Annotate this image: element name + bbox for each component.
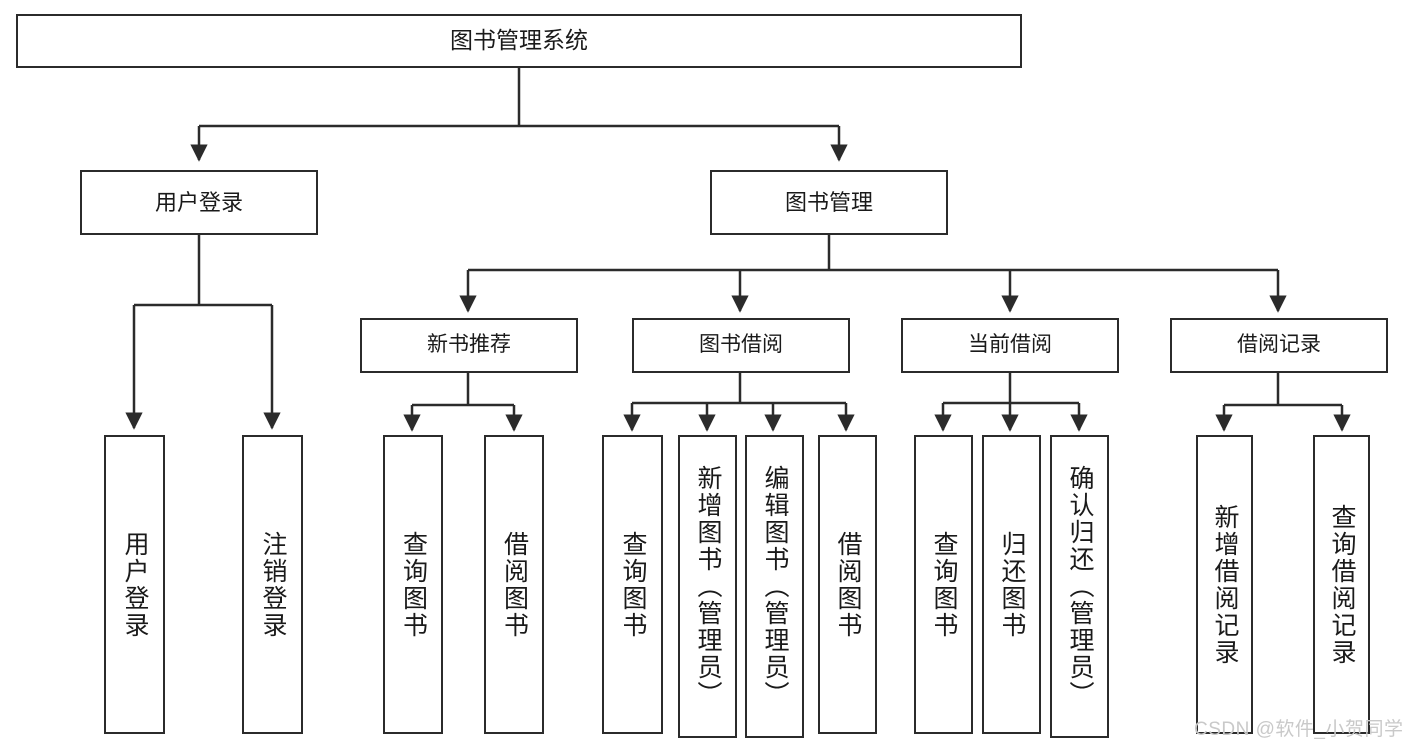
node-root-book-management-system[interactable]: 图书管理系统 [16,14,1022,68]
leaf-book-borrow-edit-book-admin[interactable]: 编辑图书（管理员） [745,435,804,738]
node-current-borrow[interactable]: 当前借阅 [901,318,1119,373]
node-label: 借阅记录 [1237,333,1321,357]
leaf-current-borrow-confirm-return-admin[interactable]: 确认归还（管理员） [1050,435,1109,738]
node-label: 借阅图书 [834,530,862,639]
leaf-book-borrow-query-book[interactable]: 查询图书 [602,435,663,734]
node-label: 图书管理系统 [450,27,588,54]
node-label: 查询借阅记录 [1328,503,1356,666]
leaf-current-borrow-return-book[interactable]: 归还图书 [982,435,1041,734]
node-label: 确认归还（管理员） [1066,465,1094,708]
node-label: 查询图书 [399,530,428,639]
leaf-user-login-logout[interactable]: 注销登录 [242,435,303,734]
node-label: 编辑图书（管理员） [761,465,789,708]
node-label: 注销登录 [259,530,287,639]
leaf-borrow-record-query-record[interactable]: 查询借阅记录 [1313,435,1370,734]
leaf-new-book-borrow-book[interactable]: 借阅图书 [484,435,544,734]
node-new-book-recommend[interactable]: 新书推荐 [360,318,578,373]
node-label: 新增图书（管理员） [694,465,722,708]
csdn-watermark: CSDN @软件_小贺同学 [1194,719,1404,740]
node-label: 新书推荐 [427,333,511,357]
node-label: 借阅图书 [500,530,529,639]
leaf-book-borrow-add-book-admin[interactable]: 新增图书（管理员） [678,435,737,738]
leaf-current-borrow-query-book[interactable]: 查询图书 [914,435,973,734]
node-label: 用户登录 [154,189,243,215]
node-label: 当前借阅 [968,333,1052,357]
node-label: 图书管理 [784,189,873,215]
node-borrow-record[interactable]: 借阅记录 [1170,318,1388,373]
node-user-login[interactable]: 用户登录 [80,170,318,235]
node-label: 用户登录 [121,530,149,639]
leaf-book-borrow-borrow-book[interactable]: 借阅图书 [818,435,877,734]
node-book-borrow[interactable]: 图书借阅 [632,318,850,373]
leaf-new-book-query-book[interactable]: 查询图书 [383,435,443,734]
node-book-management[interactable]: 图书管理 [710,170,948,235]
node-label: 查询图书 [619,530,647,639]
node-label: 新增借阅记录 [1211,503,1239,666]
leaf-user-login-login[interactable]: 用户登录 [104,435,165,734]
node-label: 查询图书 [930,530,958,639]
node-label: 图书借阅 [699,333,783,357]
leaf-borrow-record-add-record[interactable]: 新增借阅记录 [1196,435,1253,734]
node-label: 归还图书 [998,530,1026,639]
